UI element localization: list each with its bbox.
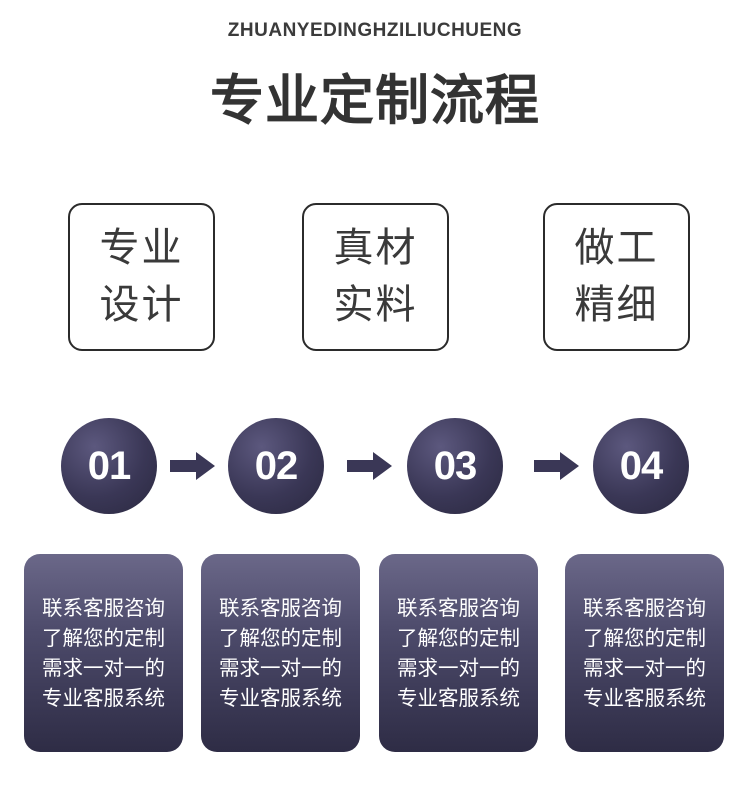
step-circle-1: 01 xyxy=(61,418,157,514)
feature-line: 设计 xyxy=(99,282,184,328)
feature-line: 专业 xyxy=(99,225,184,271)
arrow-right-icon xyxy=(347,452,392,480)
feature-box-material: 真材 实料 xyxy=(302,203,449,351)
step-card-4: 联系客服咨询了解您的定制需求一对一的专业客服系统 xyxy=(565,554,724,752)
page-title: 专业定制流程 xyxy=(210,69,540,132)
step-description: 联系客服咨询了解您的定制需求一对一的专业客服系统 xyxy=(219,596,342,710)
arrow-right-icon xyxy=(170,452,215,480)
step-card-1: 联系客服咨询了解您的定制需求一对一的专业客服系统 xyxy=(24,554,183,752)
step-circle-2: 02 xyxy=(228,418,324,514)
feature-line: 真材 xyxy=(333,225,418,271)
step-description: 联系客服咨询了解您的定制需求一对一的专业客服系统 xyxy=(583,596,706,710)
arrow-right-icon xyxy=(534,452,579,480)
step-card-2: 联系客服咨询了解您的定制需求一对一的专业客服系统 xyxy=(201,554,360,752)
step-circle-3: 03 xyxy=(407,418,503,514)
step-circle-4: 04 xyxy=(593,418,689,514)
feature-line: 实料 xyxy=(333,282,418,328)
page-subtitle: ZHUANYEDINGHZILIUCHUENG xyxy=(227,20,523,41)
step-description: 联系客服咨询了解您的定制需求一对一的专业客服系统 xyxy=(397,596,520,710)
step-description: 联系客服咨询了解您的定制需求一对一的专业客服系统 xyxy=(42,596,165,710)
step-card-3: 联系客服咨询了解您的定制需求一对一的专业客服系统 xyxy=(379,554,538,752)
feature-box-craft: 做工 精细 xyxy=(543,203,690,351)
feature-box-design: 专业 设计 xyxy=(68,203,215,351)
feature-line: 精细 xyxy=(574,282,659,328)
feature-line: 做工 xyxy=(574,225,659,271)
